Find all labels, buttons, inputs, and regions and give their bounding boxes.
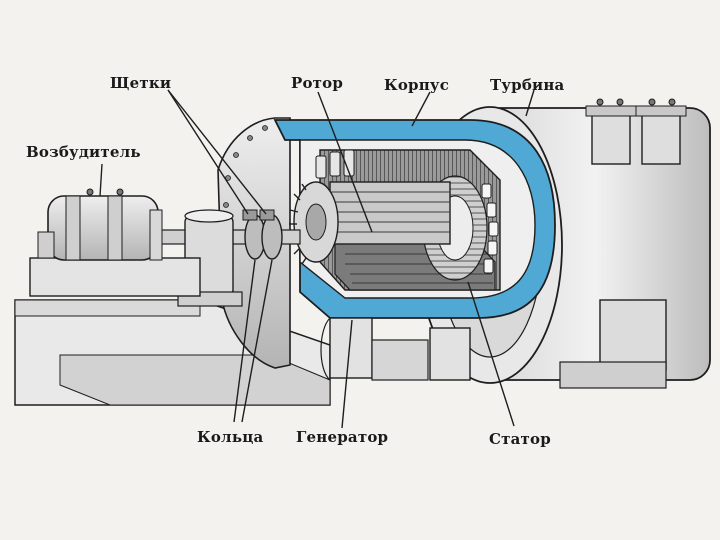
label-turbine: Турбина bbox=[490, 76, 565, 94]
label-rotor: Ротор bbox=[291, 74, 344, 92]
label-brushes: Щетки bbox=[110, 74, 172, 92]
rotor bbox=[289, 149, 451, 265]
label-exciter: Возбудитель bbox=[26, 143, 141, 161]
label-rings: Кольца bbox=[197, 428, 264, 446]
leader-lines bbox=[99, 89, 535, 429]
generator-feet bbox=[320, 317, 471, 381]
slip-rings bbox=[242, 209, 283, 260]
label-stator: Статор bbox=[489, 430, 551, 448]
label-generator: Генератор bbox=[296, 428, 389, 446]
exciter bbox=[29, 188, 201, 297]
label-housing: Корпус bbox=[384, 76, 450, 94]
